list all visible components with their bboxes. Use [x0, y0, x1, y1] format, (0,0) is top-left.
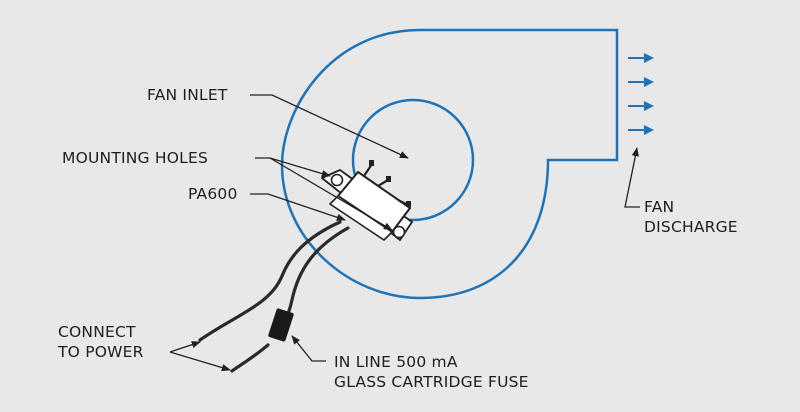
cable-upper	[198, 220, 342, 342]
mounting-holes-leader	[269, 157, 393, 231]
fan-discharge-leader	[624, 147, 640, 208]
pa600-leader	[250, 193, 346, 221]
discharge-arrows	[628, 53, 654, 135]
connect-to-power-label: CONNECT TO POWER	[58, 323, 144, 361]
leader-lines	[169, 94, 640, 372]
fan-inlet-leader	[250, 94, 409, 159]
mounting-holes-label: MOUNTING HOLES	[62, 149, 209, 167]
terminal	[377, 176, 391, 187]
inline-fuse	[268, 308, 294, 342]
pa600-device	[321, 160, 413, 241]
right-arrow-icon	[628, 77, 654, 87]
mounting-holes-leader	[255, 157, 331, 178]
mounting-hole	[392, 225, 406, 239]
fan-inlet-label: FAN INLET	[147, 86, 228, 104]
terminal	[363, 160, 374, 177]
fan-discharge-label: FAN DISCHARGE	[644, 198, 738, 236]
power-leader	[169, 351, 231, 372]
terminal	[397, 199, 411, 207]
power-cables	[198, 220, 350, 373]
pa600-label: PA600	[188, 185, 238, 203]
power-leader	[169, 341, 201, 353]
right-arrow-icon	[628, 101, 654, 111]
cable-lower	[230, 226, 350, 373]
fan-inlet-circle	[351, 98, 475, 222]
fuse-leader	[291, 335, 326, 362]
right-arrow-icon	[628, 125, 654, 135]
right-arrow-icon	[628, 53, 654, 63]
fan-housing	[280, 28, 619, 300]
mounting-hole	[330, 173, 344, 187]
fuse-label: IN LINE 500 mA GLASS CARTRIDGE FUSE	[334, 353, 529, 391]
